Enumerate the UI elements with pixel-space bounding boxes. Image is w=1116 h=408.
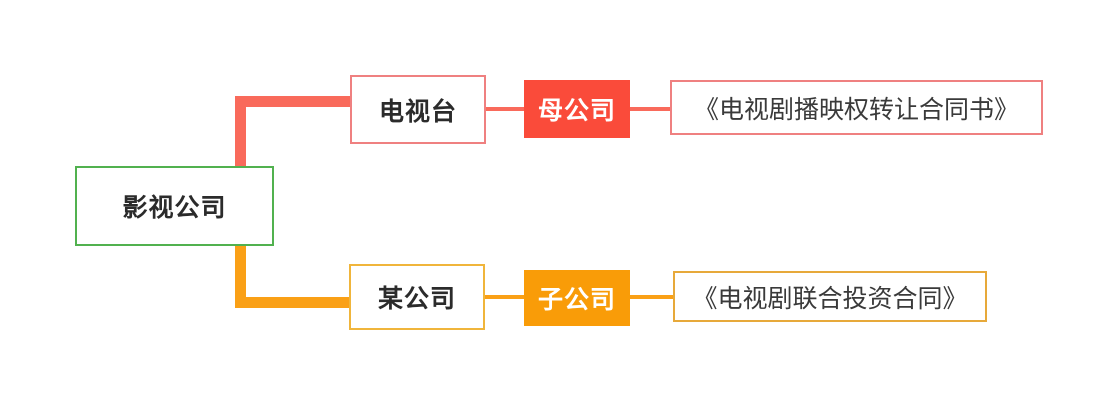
node-entity-some-company[interactable]: 某公司	[349, 264, 485, 330]
node-entity-some-company-label: 某公司	[377, 285, 456, 313]
node-entity-tv-station[interactable]: 电视台	[350, 75, 486, 144]
node-document-broadcast-rights-transfer-contract-label: 《电视剧播映权转让合同书》	[693, 95, 1019, 124]
connector-root-to-top-branch-horizontal	[235, 96, 355, 107]
node-document-joint-investment-contract-label: 《电视剧联合投资合同》	[692, 284, 968, 313]
connector-tv-station-to-parent-tag	[484, 107, 528, 111]
node-entity-tv-station-label: 电视台	[378, 97, 457, 126]
node-document-broadcast-rights-transfer-contract[interactable]: 《电视剧播映权转让合同书》	[670, 80, 1043, 135]
connector-root-to-bottom-branch-vertical	[235, 242, 246, 308]
connector-root-to-top-branch-vertical	[235, 96, 246, 170]
connector-some-company-to-sub-tag	[483, 295, 528, 299]
node-role-tag-subsidiary-company-label: 子公司	[537, 286, 616, 314]
node-document-joint-investment-contract[interactable]: 《电视剧联合投资合同》	[673, 271, 987, 322]
node-root-film-company[interactable]: 影视公司	[75, 166, 274, 246]
connector-root-to-bottom-branch-horizontal	[235, 297, 355, 308]
node-role-tag-parent-company[interactable]: 母公司	[524, 80, 630, 138]
node-role-tag-parent-company-label: 母公司	[537, 97, 616, 125]
connector-parent-tag-to-top-document	[627, 107, 673, 111]
connector-sub-tag-to-bottom-document	[627, 295, 676, 299]
node-role-tag-subsidiary-company[interactable]: 子公司	[524, 270, 630, 326]
node-root-label: 影视公司	[122, 194, 227, 222]
